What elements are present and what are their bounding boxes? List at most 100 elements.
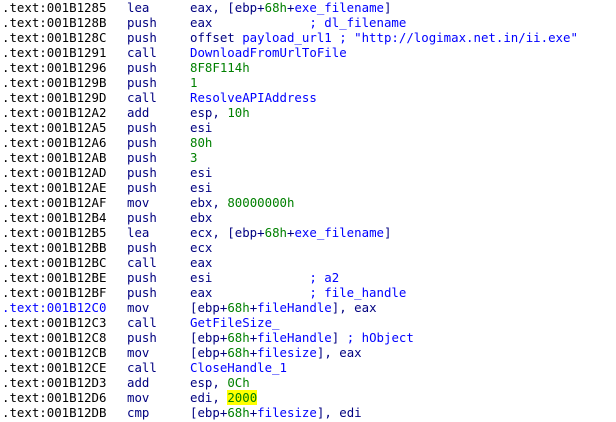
code-line[interactable]: .text:001B12D6 mov edi, 2000 xyxy=(0,390,616,405)
code-line[interactable]: .text:001B1291 call DownloadFromUrlToFile xyxy=(0,45,616,60)
instruction-mnemonic[interactable]: call xyxy=(127,45,157,60)
instruction-mnemonic[interactable]: mov xyxy=(127,300,150,315)
instruction-operands[interactable]: esi xyxy=(190,165,212,180)
instruction-operands[interactable]: ResolveAPIAddress xyxy=(190,90,317,105)
highlighted-constant[interactable]: 2000 xyxy=(227,390,258,405)
instruction-mnemonic[interactable]: push xyxy=(127,240,157,255)
instruction-mnemonic[interactable]: mov xyxy=(127,390,150,405)
symbol-name[interactable]: filesize xyxy=(257,345,317,360)
instruction-mnemonic[interactable]: cmp xyxy=(127,405,150,420)
instruction-operands[interactable]: [ebp+68h+fileHandle] ; hObject xyxy=(190,330,414,345)
instruction-mnemonic[interactable]: call xyxy=(127,315,157,330)
code-line[interactable]: .text:001B12B5 lea ecx, [ebp+68h+exe_filen… xyxy=(0,225,616,240)
code-line[interactable]: .text:001B12AD push esi xyxy=(0,165,616,180)
instruction-operands[interactable]: ecx xyxy=(190,240,212,255)
line-address[interactable]: .text:001B12AE xyxy=(2,180,107,195)
instruction-operands[interactable]: eax, [ebp+68h+exe_filename] xyxy=(190,0,391,15)
code-line[interactable]: .text:001B12BB push ecx xyxy=(0,240,616,255)
instruction-mnemonic[interactable]: lea xyxy=(127,225,150,240)
instruction-mnemonic[interactable]: mov xyxy=(127,345,150,360)
instruction-mnemonic[interactable]: push xyxy=(127,150,157,165)
instruction-operands[interactable]: ebx, 80000000h xyxy=(190,195,294,210)
instruction-mnemonic[interactable]: push xyxy=(127,180,157,195)
instruction-operands[interactable]: 8F8F114h xyxy=(190,60,250,75)
line-address[interactable]: .text:001B12AB xyxy=(2,150,107,165)
instruction-operands[interactable]: CloseHandle_1 xyxy=(190,360,287,375)
line-address[interactable]: .text:001B12A5 xyxy=(2,120,107,135)
instruction-mnemonic[interactable]: push xyxy=(127,15,157,30)
symbol-name[interactable]: ResolveAPIAddress xyxy=(190,90,317,105)
line-address[interactable]: .text:001B1291 xyxy=(2,45,107,60)
line-address[interactable]: .text:001B12BB xyxy=(2,240,107,255)
instruction-operands[interactable]: 3 xyxy=(190,150,197,165)
line-address[interactable]: .text:001B12D6 xyxy=(2,390,107,405)
instruction-mnemonic[interactable]: push xyxy=(127,210,157,225)
line-address[interactable]: .text:001B12BE xyxy=(2,270,107,285)
instruction-operands[interactable]: [ebp+68h+filesize], eax xyxy=(190,345,362,360)
instruction-operands[interactable]: ebx xyxy=(190,210,212,225)
code-line[interactable]: .text:001B12AF mov ebx, 80000000h xyxy=(0,195,616,210)
line-address[interactable]: .text:001B12BF xyxy=(2,285,107,300)
instruction-operands[interactable]: DownloadFromUrlToFile xyxy=(190,45,347,60)
instruction-mnemonic[interactable]: lea xyxy=(127,0,150,15)
instruction-operands[interactable]: esp, 10h xyxy=(190,105,250,120)
instruction-mnemonic[interactable]: call xyxy=(127,255,157,270)
instruction-mnemonic[interactable]: push xyxy=(127,165,157,180)
line-address[interactable]: .text:001B12BC xyxy=(2,255,107,270)
line-address[interactable]: .text:001B128C xyxy=(2,30,107,45)
instruction-mnemonic[interactable]: mov xyxy=(127,195,150,210)
code-line[interactable]: .text:001B12BF push eax ; file_handle xyxy=(0,285,616,300)
instruction-operands[interactable]: eax ; file_handle xyxy=(190,285,406,300)
instruction-operands[interactable]: [ebp+68h+filesize], edi xyxy=(190,405,362,420)
instruction-mnemonic[interactable]: push xyxy=(127,285,157,300)
line-address[interactable]: .text:001B128B xyxy=(2,15,107,30)
instruction-mnemonic[interactable]: call xyxy=(127,360,157,375)
code-line[interactable]: .text:001B128B push eax ; dl_filename xyxy=(0,15,616,30)
instruction-mnemonic[interactable]: add xyxy=(127,105,150,120)
line-address[interactable]: .text:001B12C0 xyxy=(2,300,107,315)
symbol-name[interactable]: fileHandle xyxy=(257,330,332,345)
instruction-mnemonic[interactable]: push xyxy=(127,330,157,345)
instruction-operands[interactable]: eax ; dl_filename xyxy=(190,15,406,30)
instruction-mnemonic[interactable]: push xyxy=(127,75,157,90)
instruction-operands[interactable]: edi, 2000 xyxy=(190,390,258,405)
line-address[interactable]: .text:001B1296 xyxy=(2,60,107,75)
instruction-mnemonic[interactable]: call xyxy=(127,90,157,105)
line-address[interactable]: .text:001B12CB xyxy=(2,345,107,360)
instruction-mnemonic[interactable]: push xyxy=(127,135,157,150)
line-address[interactable]: .text:001B12AD xyxy=(2,165,107,180)
symbol-name[interactable]: fileHandle xyxy=(257,300,332,315)
instruction-operands[interactable]: ecx, [ebp+68h+exe_filename] xyxy=(190,225,391,240)
instruction-mnemonic[interactable]: push xyxy=(127,30,157,45)
instruction-operands[interactable]: eax xyxy=(190,255,212,270)
code-line[interactable]: .text:001B129D call ResolveAPIAddress xyxy=(0,90,616,105)
line-address[interactable]: .text:001B12A2 xyxy=(2,105,107,120)
instruction-operands[interactable]: esi xyxy=(190,120,212,135)
symbol-name[interactable]: exe_filename xyxy=(294,0,384,15)
instruction-operands[interactable]: esp, 0Ch xyxy=(190,375,250,390)
line-address[interactable]: .text:001B12C8 xyxy=(2,330,107,345)
instruction-operands[interactable]: 80h xyxy=(190,135,212,150)
symbol-name[interactable]: CloseHandle_1 xyxy=(190,360,287,375)
symbol-name[interactable]: exe_filename xyxy=(294,225,384,240)
line-address[interactable]: .text:001B12B5 xyxy=(2,225,107,240)
line-address[interactable]: .text:001B129D xyxy=(2,90,107,105)
instruction-mnemonic[interactable]: push xyxy=(127,270,157,285)
line-address[interactable]: .text:001B12AF xyxy=(2,195,107,210)
code-line[interactable]: .text:001B12BC call eax xyxy=(0,255,616,270)
code-line[interactable]: .text:001B12C8 push [ebp+68h+fileHandle] ;… xyxy=(0,330,616,345)
instruction-operands[interactable]: 1 xyxy=(190,75,197,90)
symbol-name[interactable]: filesize xyxy=(257,405,317,420)
